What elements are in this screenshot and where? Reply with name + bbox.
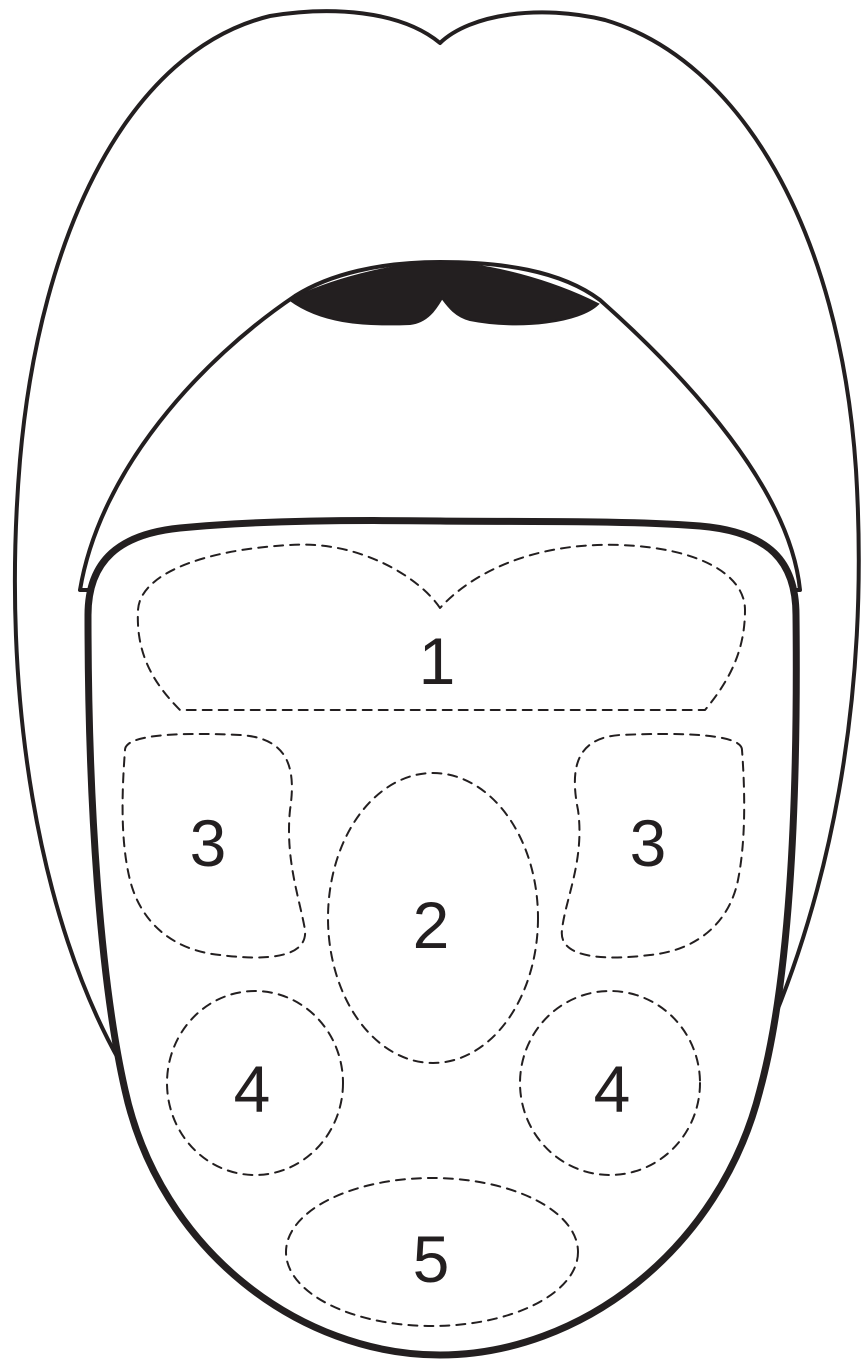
zone-3-right-label: 3 bbox=[630, 806, 667, 880]
zone-4-left-label: 4 bbox=[234, 1052, 271, 1126]
zone-4-right-label: 4 bbox=[594, 1052, 631, 1126]
zone-2-label: 2 bbox=[413, 888, 450, 962]
zone-3-left-label: 3 bbox=[190, 806, 227, 880]
zone-5-label: 5 bbox=[413, 1222, 450, 1296]
zone-1-label: 1 bbox=[419, 624, 456, 698]
